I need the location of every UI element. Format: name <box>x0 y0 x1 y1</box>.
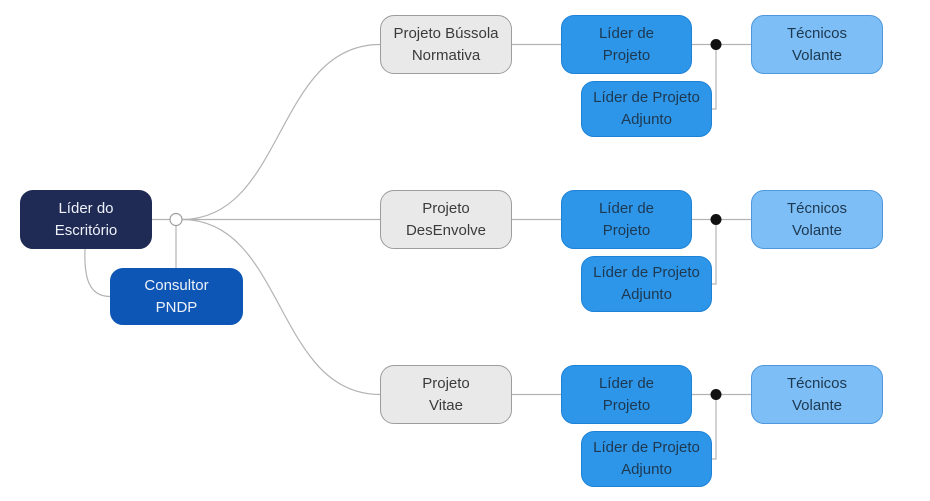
node-lider-de-projeto-adjunto-1[interactable]: Líder de Projeto Adjunto <box>581 81 712 137</box>
junction-dot-3 <box>710 389 722 400</box>
node-label: Projeto Vitae <box>422 374 470 414</box>
connector-leader-deputy-3 <box>712 394 717 460</box>
node-label: Líder de Projeto Adjunto <box>593 89 700 128</box>
node-label: Técnicos Volante <box>786 374 848 414</box>
node-label: Projeto DesEnvolve <box>405 199 487 239</box>
connector-hub-vitae <box>181 218 381 396</box>
node-consultor-pndp[interactable]: Consultor PNDP <box>110 268 243 325</box>
junction-dot-2 <box>710 214 722 225</box>
connector-leader-deputy-2 <box>712 219 717 285</box>
node-lider-de-projeto-1[interactable]: Líder de Projeto <box>561 15 692 74</box>
node-tecnicos-volante-1[interactable]: Técnicos Volante <box>751 15 883 74</box>
node-projeto-desenvolve[interactable]: Projeto DesEnvolve <box>380 190 512 249</box>
junction-dot-1 <box>710 39 722 50</box>
node-label: Líder de Projeto <box>598 199 655 239</box>
node-tecnicos-volante-2[interactable]: Técnicos Volante <box>751 190 883 249</box>
node-lider-de-projeto-3[interactable]: Líder de Projeto <box>561 365 692 424</box>
node-label: Líder de Projeto <box>598 24 655 64</box>
node-label: Projeto Bússola Normativa <box>393 24 499 64</box>
hub-circle <box>169 212 183 227</box>
node-lider-do-escritorio[interactable]: Líder do Escritório <box>20 190 152 249</box>
connector-leader-deputy-1 <box>712 44 717 110</box>
connector-root-consultor <box>84 248 111 298</box>
node-label: Líder de Projeto Adjunto <box>593 439 700 478</box>
node-lider-de-projeto-adjunto-2[interactable]: Líder de Projeto Adjunto <box>581 256 712 312</box>
node-lider-de-projeto-2[interactable]: Líder de Projeto <box>561 190 692 249</box>
node-projeto-vitae[interactable]: Projeto Vitae <box>380 365 512 424</box>
node-label: Líder de Projeto <box>598 374 655 414</box>
node-label: Consultor PNDP <box>144 276 209 316</box>
node-lider-de-projeto-adjunto-3[interactable]: Líder de Projeto Adjunto <box>581 431 712 487</box>
node-label: Técnicos Volante <box>786 199 848 239</box>
node-projeto-bussola-normativa[interactable]: Projeto Bússola Normativa <box>380 15 512 74</box>
node-label: Técnicos Volante <box>786 24 848 64</box>
node-label: Líder do Escritório <box>54 199 118 239</box>
node-tecnicos-volante-3[interactable]: Técnicos Volante <box>751 365 883 424</box>
node-label: Líder de Projeto Adjunto <box>593 264 700 303</box>
connector-hub-bussola <box>181 43 381 221</box>
